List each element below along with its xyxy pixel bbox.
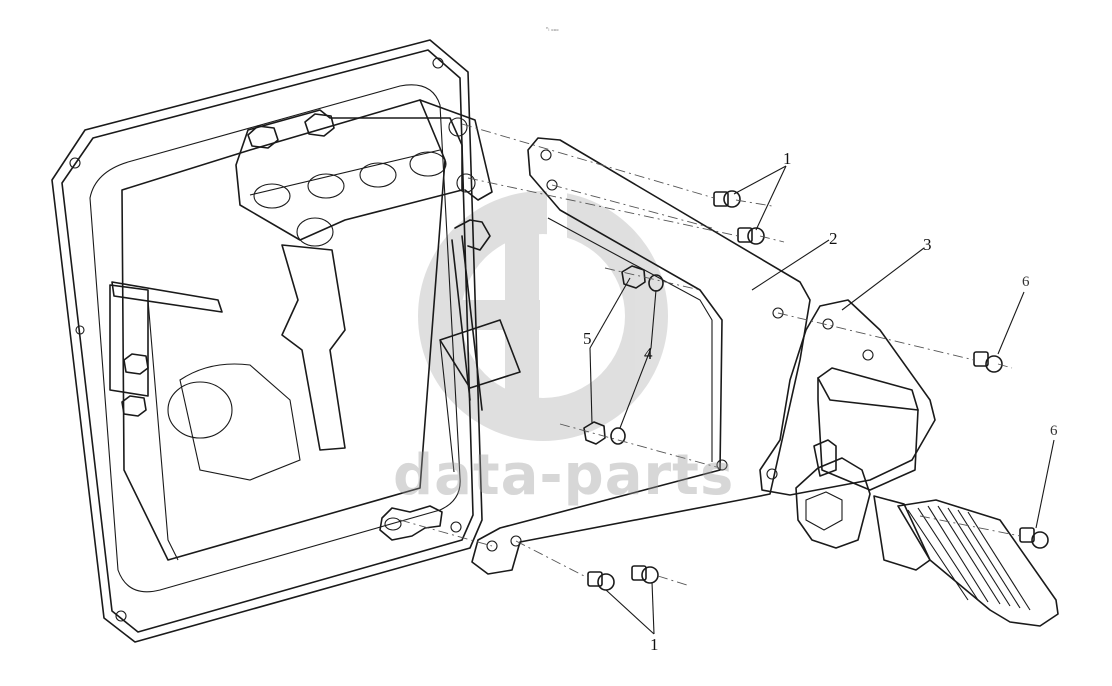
bolt-1d (631, 565, 659, 584)
callout-6-lower: 6 (1050, 423, 1058, 439)
callout-5: 5 (583, 329, 592, 348)
watermark-text: data-parts (393, 443, 735, 508)
callout-2: 2 (829, 229, 838, 248)
pedal-bracket-assembly (109, 99, 521, 561)
bolt-6a (973, 351, 1003, 373)
callout-4: 4 (644, 344, 653, 363)
callout-6-upper: 6 (1022, 274, 1030, 290)
watermark-logo (418, 180, 668, 441)
callout-1-bottom: 1 (650, 635, 659, 654)
washer-4b (610, 427, 626, 445)
mounting-panel (51, 39, 483, 643)
bolt-1c (587, 571, 615, 591)
bolt-1b (737, 227, 765, 245)
leader-lines (589, 165, 1055, 635)
top-mark: ⁿₗ ₒₒₒ (546, 26, 559, 33)
assembly-center-lines (399, 123, 1021, 587)
mounting-plate (471, 137, 811, 575)
hardware (583, 190, 1049, 591)
callout-3: 3 (923, 235, 932, 254)
bolt-6b (1019, 527, 1049, 549)
callout-1-top: 1 (783, 149, 792, 168)
accelerator-pedal-assembly (759, 299, 1059, 627)
nut-5a (621, 265, 646, 289)
bolt-1a (713, 190, 741, 208)
nut-5b (583, 421, 606, 445)
